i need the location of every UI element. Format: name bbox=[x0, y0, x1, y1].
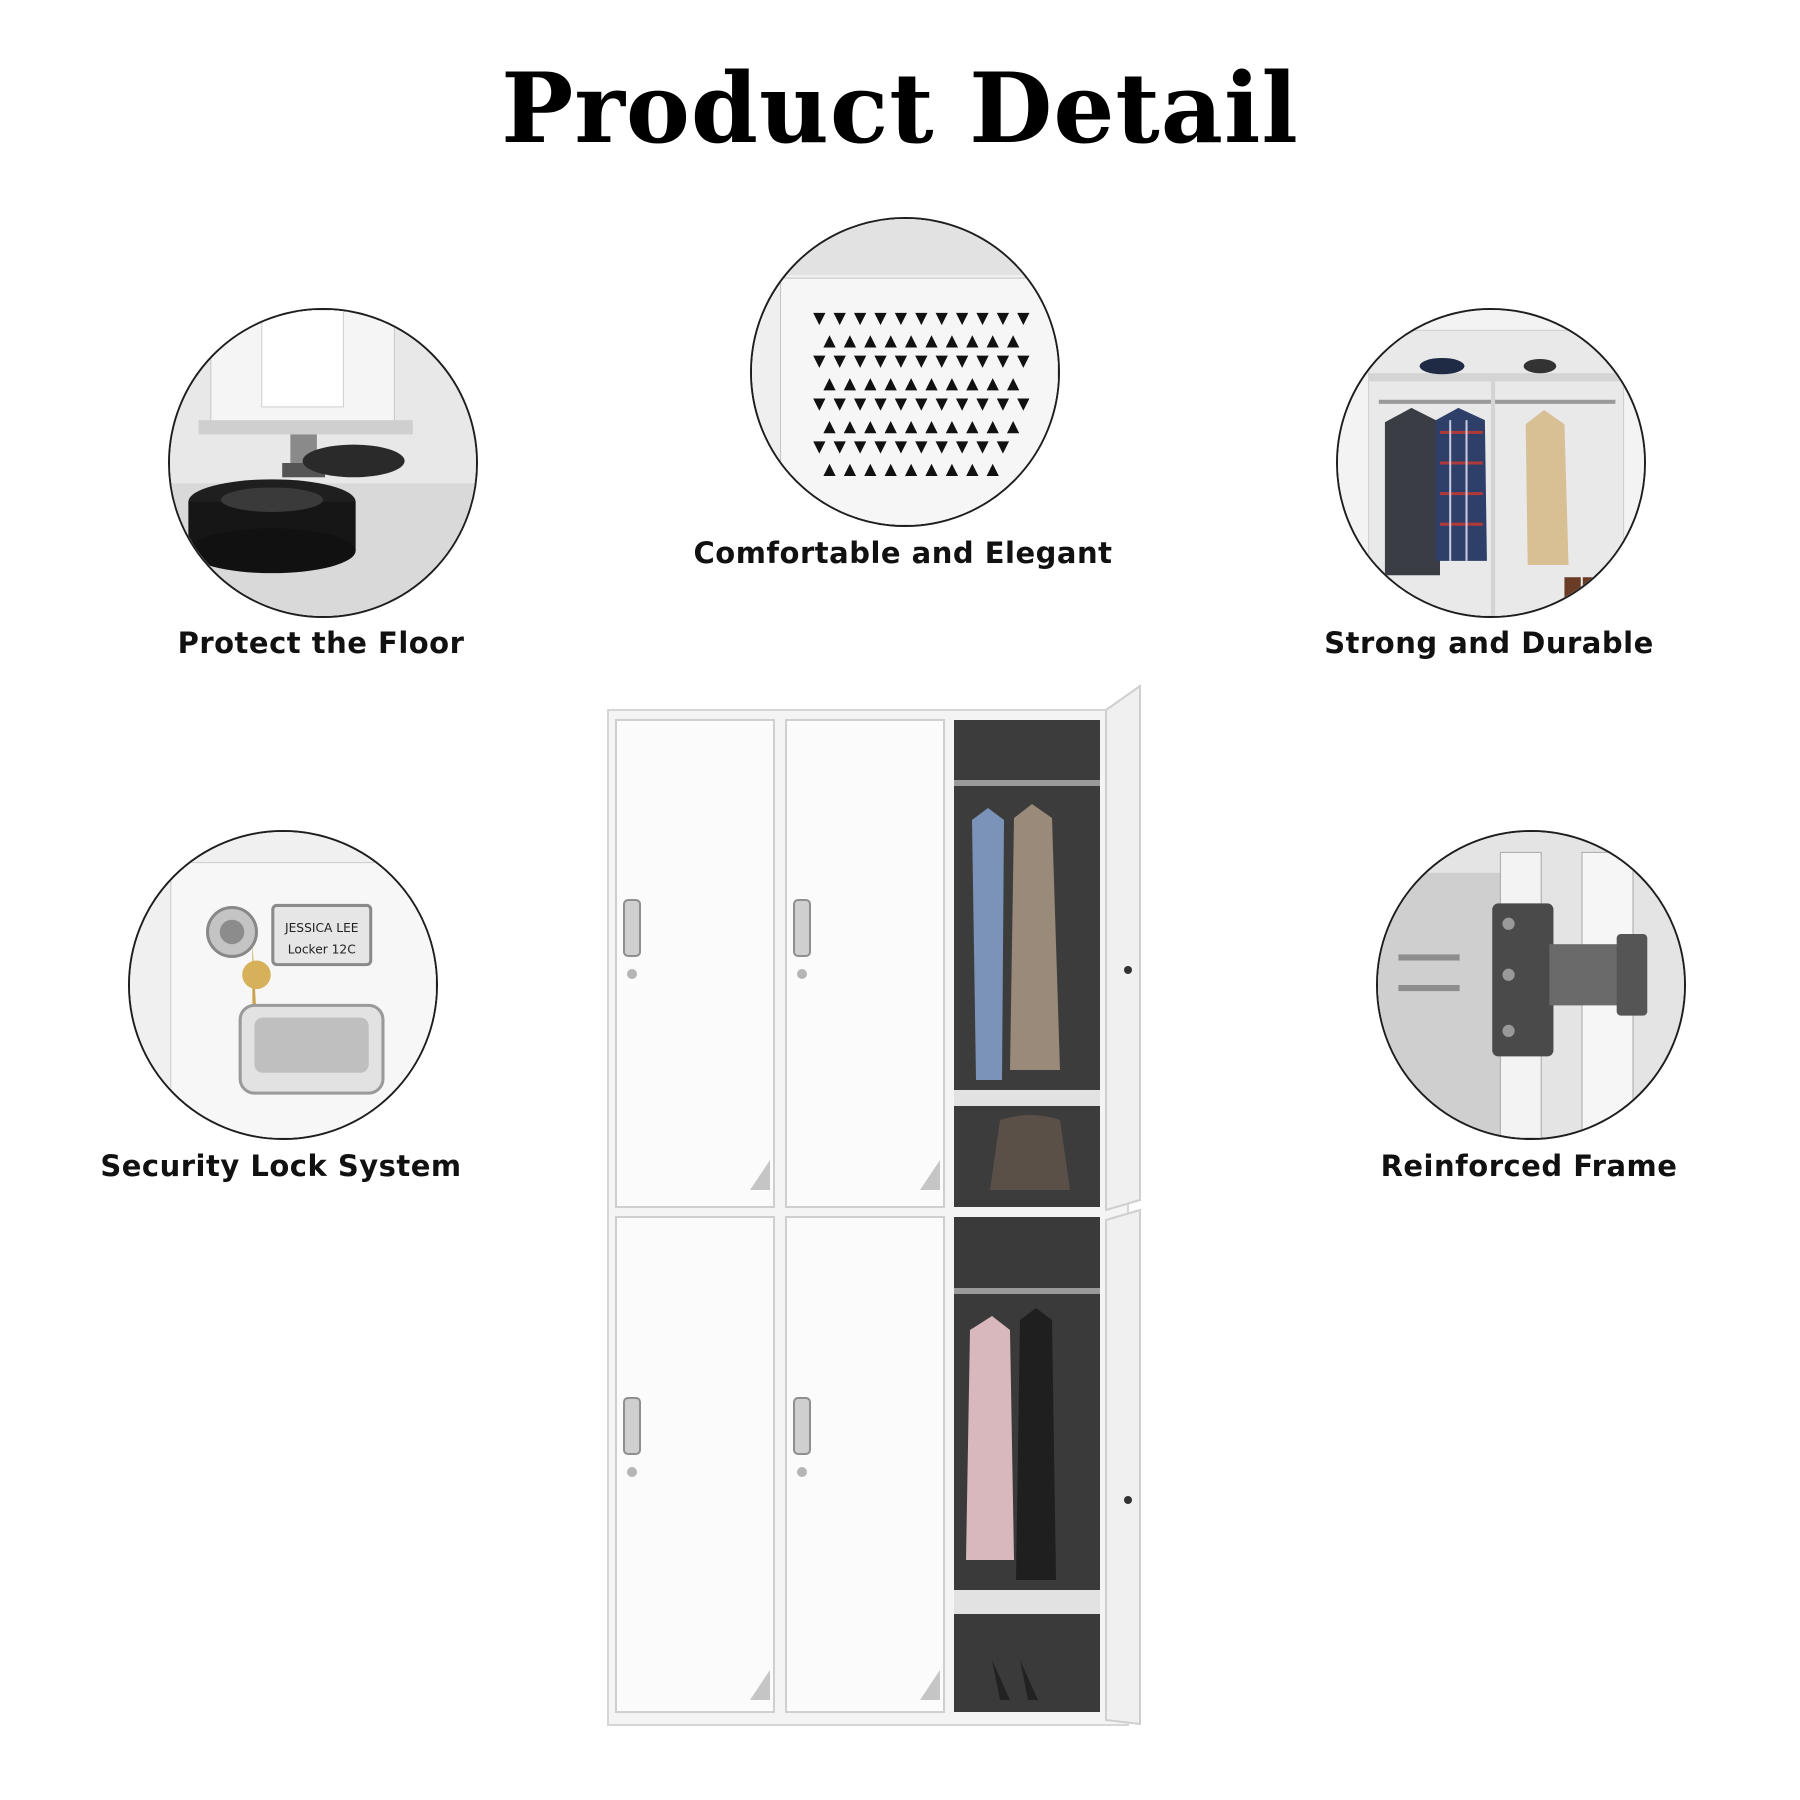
leveling-foot-icon bbox=[170, 310, 476, 616]
page-title: Product Detail bbox=[501, 52, 1299, 165]
six-door-locker-icon bbox=[607, 684, 1141, 1726]
wardrobe-interior-icon bbox=[1338, 310, 1644, 616]
hinge-icon bbox=[1378, 832, 1684, 1138]
wardrobe-interior-image bbox=[1336, 308, 1646, 618]
lock-name-tag: JESSICA LEE bbox=[284, 921, 359, 935]
feature-caption-floor: Protect the Floor bbox=[177, 626, 465, 660]
triangle-vent-icon bbox=[752, 219, 1058, 525]
reinforced-frame-image bbox=[1376, 830, 1686, 1140]
key-lock-icon: JESSICA LEE Locker 12C bbox=[130, 832, 436, 1138]
locker-product-image bbox=[600, 680, 1160, 1755]
feature-caption-vent: Comfortable and Elegant bbox=[693, 536, 1113, 570]
feature-caption-durable: Strong and Durable bbox=[1324, 626, 1654, 660]
triangle-vent-image bbox=[750, 217, 1060, 527]
feature-caption-frame: Reinforced Frame bbox=[1380, 1149, 1678, 1183]
lock-number-tag: Locker 12C bbox=[288, 942, 356, 956]
feature-caption-lock: Security Lock System bbox=[100, 1149, 462, 1183]
floor-leveling-foot-image bbox=[168, 308, 478, 618]
security-lock-image: JESSICA LEE Locker 12C bbox=[128, 830, 438, 1140]
